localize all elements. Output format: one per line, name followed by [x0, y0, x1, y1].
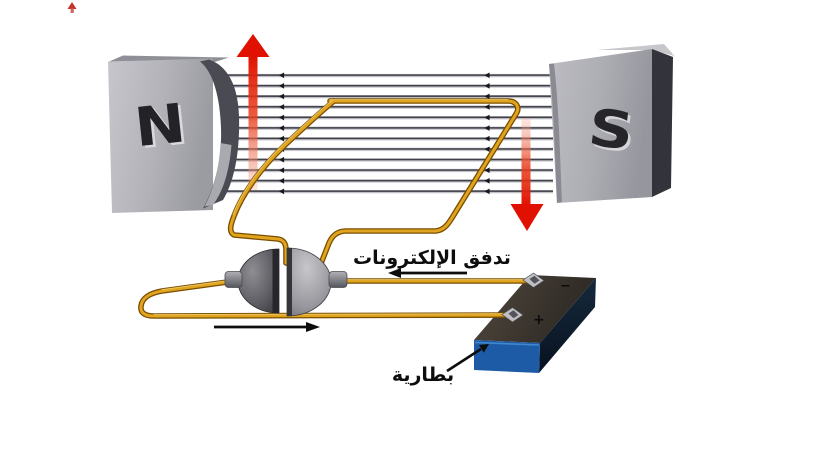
magnet-south-letter: S	[588, 100, 640, 164]
magnet-south: S S	[549, 44, 675, 203]
battery	[474, 275, 596, 373]
axle-stub-left	[224, 271, 243, 288]
magnet-south-top-face	[597, 44, 675, 56]
commutator	[224, 247, 348, 317]
electron-flow-label: تدفق الإلكترونات	[353, 247, 511, 269]
magnet-north-letter-front: N	[132, 93, 189, 160]
magnet-north-front-face	[108, 58, 213, 213]
battery-front-highlight	[474, 341, 540, 346]
magnet-south-letter-front: S	[585, 98, 637, 162]
magnet-south-front-face	[549, 49, 652, 203]
magnet-north-letter: N	[135, 95, 192, 162]
electron-flow-arrow	[388, 268, 467, 278]
commutator-left-rim	[272, 249, 279, 313]
magnet-south-pole-edge	[549, 63, 562, 203]
annotations	[214, 268, 489, 373]
battery-top-face	[474, 275, 596, 343]
magnet-north: N N	[108, 55, 240, 213]
battery-plus-sign: +	[533, 312, 545, 328]
force-down-arrow	[510, 118, 544, 231]
battery-label: بطارية	[392, 364, 454, 386]
magnet-south-side-face	[652, 49, 673, 197]
magnet-north-concave-light	[204, 143, 232, 207]
lower-wire-current-arrow	[214, 322, 320, 332]
battery-side-face	[539, 278, 596, 373]
commutator-right-rim	[287, 248, 292, 316]
battery-terminals: − +	[501, 272, 571, 328]
magnet-north-concave-face	[200, 59, 240, 209]
circuit-wires	[138, 98, 537, 319]
battery-pointer-arrow	[446, 344, 489, 373]
small-red-arrow-icon	[67, 2, 77, 13]
axle-stub-right	[328, 271, 348, 288]
battery-front-face	[474, 340, 540, 373]
battery-minus-sign: −	[560, 279, 571, 294]
force-up-arrow	[236, 34, 270, 190]
flux-marker-column-left	[278, 70, 285, 195]
flux-marker-column-right	[484, 70, 490, 195]
